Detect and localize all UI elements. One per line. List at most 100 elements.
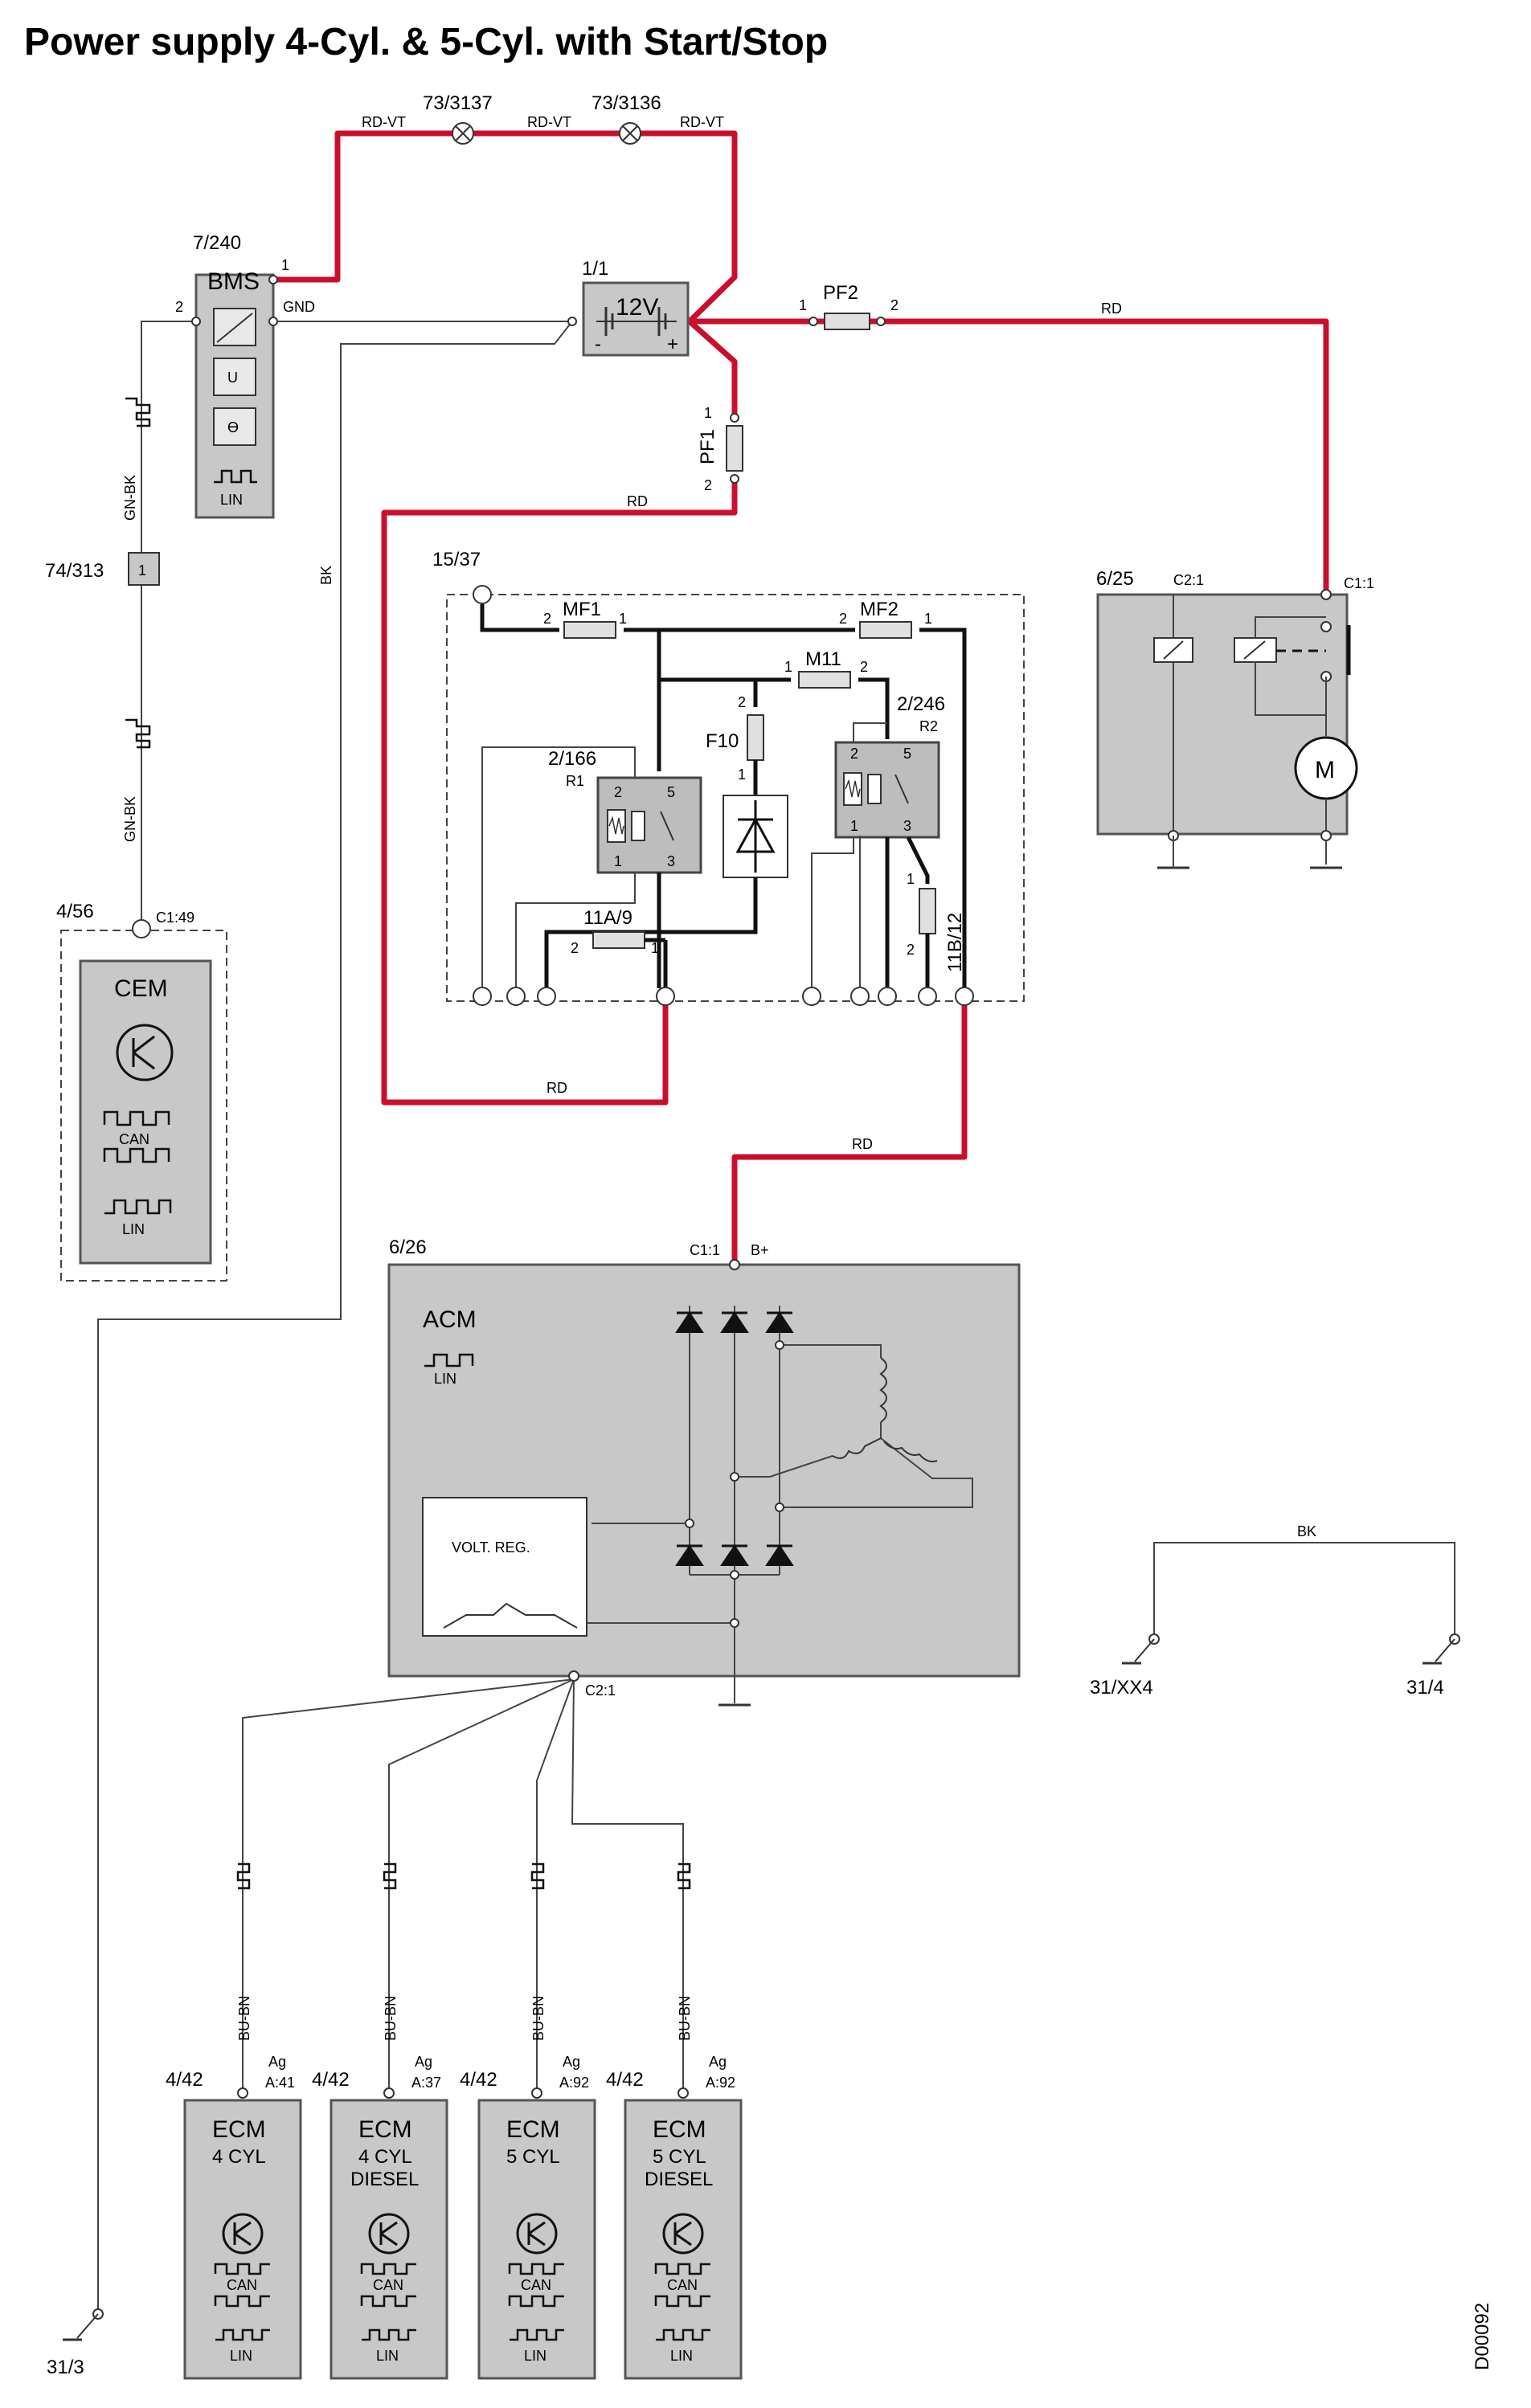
- pf2-pin2: 2: [890, 297, 899, 313]
- svg-text:3: 3: [667, 853, 675, 869]
- fuse-73-3137-ref: 73/3137: [423, 92, 493, 114]
- ecm-wire-label-3: BU-BN: [530, 1996, 546, 2041]
- conn-74-313-pin: 1: [138, 562, 146, 578]
- pf1-ref: PF1: [697, 429, 718, 464]
- ecm-pin-ag-3: Ag: [563, 2054, 580, 2070]
- wire-label-rd-pf1: RD: [627, 493, 648, 509]
- bms-pin-out: 1: [281, 257, 289, 273]
- cem-module: 4/56 C1:49 CEM CAN LIN: [56, 901, 227, 1282]
- battery-plus: +: [667, 333, 678, 355]
- f11b-label: 11B/12: [944, 913, 966, 972]
- acm-pin-c21: C2:1: [585, 1682, 616, 1699]
- ecm-sig-lin-3: LIN: [524, 2348, 546, 2364]
- ecm-wire-label-2: BU-BN: [383, 1996, 399, 2041]
- wire-label-gn-bk-2: GN-BK: [122, 796, 138, 842]
- svg-text:3: 3: [903, 818, 911, 834]
- ecm-pin-4: A:92: [706, 2075, 735, 2091]
- acm-regulator: VOLT. REG.: [452, 1539, 530, 1556]
- gn-bk-wire: GN-BK GN-BK BK: [122, 397, 334, 842]
- svg-text:2: 2: [860, 659, 868, 675]
- svg-text:1: 1: [850, 818, 858, 834]
- fuse-pf1: PF1 1 2 RD: [627, 405, 743, 509]
- pf1-pin1: 1: [704, 405, 712, 421]
- starter-pin-c21: C2:1: [1173, 572, 1204, 588]
- ecm-variant1-2: 4 CYL: [358, 2146, 412, 2168]
- ecm-pin-1: A:41: [265, 2075, 295, 2091]
- connector-74-313: 1 74/313: [45, 552, 160, 586]
- wire-label-rd-vt-1: RD-VT: [362, 114, 406, 130]
- wire-label-rd-fusebox-right: RD: [852, 1136, 873, 1152]
- svg-text:1: 1: [738, 767, 746, 783]
- fusebox: 15/37 MF1 2 1 MF2 2 1 M11 1 2 F10 2 1: [432, 549, 1025, 1152]
- cem-sig-can: CAN: [119, 1131, 149, 1147]
- f10-label: F10: [706, 730, 739, 752]
- svg-text:2: 2: [614, 784, 622, 800]
- svg-text:1: 1: [924, 611, 932, 627]
- cem-sig-lin: LIN: [122, 1221, 145, 1237]
- page-title: Power supply 4-Cyl. & 5-Cyl. with Start/…: [24, 21, 828, 63]
- pf1-pin2: 2: [704, 477, 712, 493]
- ecm-wire-label-1: BU-BN: [236, 1996, 252, 2041]
- bms-pin-in: 2: [175, 299, 183, 315]
- bms-module: 7/240 BMS U ϴ LIN 1 GND 2: [175, 232, 315, 519]
- ground-4-ref: 31/4: [1406, 1677, 1444, 1699]
- mf1-label: MF1: [563, 599, 601, 620]
- svg-text:1: 1: [619, 611, 627, 627]
- ground-points: BK 31/XX4 31/4 31/3: [47, 1523, 1460, 2378]
- ecm-sig-lin-2: LIN: [376, 2348, 399, 2364]
- bms-ref: 7/240: [193, 232, 241, 254]
- acm-ref: 6/26: [389, 1237, 427, 1258]
- svg-text:2: 2: [571, 940, 579, 956]
- wire-label-rd-fusebox-left: RD: [546, 1080, 567, 1096]
- svg-text:1: 1: [784, 659, 792, 675]
- f11a-label: 11A/9: [583, 907, 632, 929]
- signal-wires: [97, 321, 1455, 2314]
- r1-ref: 2/166: [548, 748, 596, 770]
- acm-name: ACM: [423, 1306, 477, 1333]
- ecm-variant2-2: DIESEL: [350, 2169, 419, 2190]
- battery-name: 12V: [616, 294, 658, 321]
- cem-name: CEM: [114, 975, 168, 1002]
- starter-module: 6/25 C2:1 C1:1 M: [1096, 568, 1374, 869]
- ecm-variant1-1: 4 CYL: [212, 2146, 266, 2168]
- wire-label-rd-vt-3: RD-VT: [680, 114, 724, 130]
- svg-text:5: 5: [903, 746, 911, 762]
- r1-label: R1: [566, 773, 584, 789]
- fuse-pf2: PF2 1 2 RD: [799, 282, 1122, 330]
- ecm-ref-4: 4/42: [606, 2069, 644, 2091]
- ecm-pin-ag-2: Ag: [415, 2054, 432, 2070]
- battery: 1/1 12V - +: [567, 258, 690, 357]
- ecm-ref-3: 4/42: [460, 2069, 497, 2091]
- ecm-pin-3: A:92: [559, 2075, 589, 2091]
- starter-motor: M: [1315, 757, 1335, 783]
- ecm-name-2: ECM: [358, 2116, 412, 2143]
- acm-pin-b: B+: [751, 1242, 769, 1258]
- bms-name: BMS: [207, 268, 260, 295]
- fuse-73-3136-ref: 73/3136: [592, 92, 661, 114]
- svg-text:2: 2: [738, 694, 746, 710]
- fusebox-ref: 15/37: [432, 549, 481, 570]
- ecm-name-3: ECM: [506, 2116, 560, 2143]
- ecm-pin-ag-1: Ag: [268, 2054, 286, 2070]
- svg-text:2: 2: [543, 611, 551, 627]
- r2-ref: 2/246: [897, 693, 945, 715]
- ground-xx4-ref: 31/XX4: [1090, 1677, 1153, 1699]
- acm-pin-c11: C1:1: [690, 1242, 720, 1258]
- cem-ref: 4/56: [56, 901, 94, 922]
- battery-ref: 1/1: [582, 258, 608, 280]
- ground-3-ref: 31/3: [47, 2357, 84, 2378]
- ecm-wire-label-4: BU-BN: [677, 1996, 693, 2041]
- svg-text:1: 1: [907, 871, 915, 887]
- pf2-ref: PF2: [823, 282, 858, 304]
- bms-sig: LIN: [220, 492, 243, 508]
- wire-label-rd-pf2: RD: [1101, 300, 1122, 317]
- ecm-pin-ag-4: Ag: [709, 2054, 727, 2070]
- ecm-sig-can-3: CAN: [521, 2277, 551, 2293]
- starter-pin-c11: C1:1: [1344, 575, 1374, 591]
- wire-label-bk-left: BK: [318, 566, 334, 585]
